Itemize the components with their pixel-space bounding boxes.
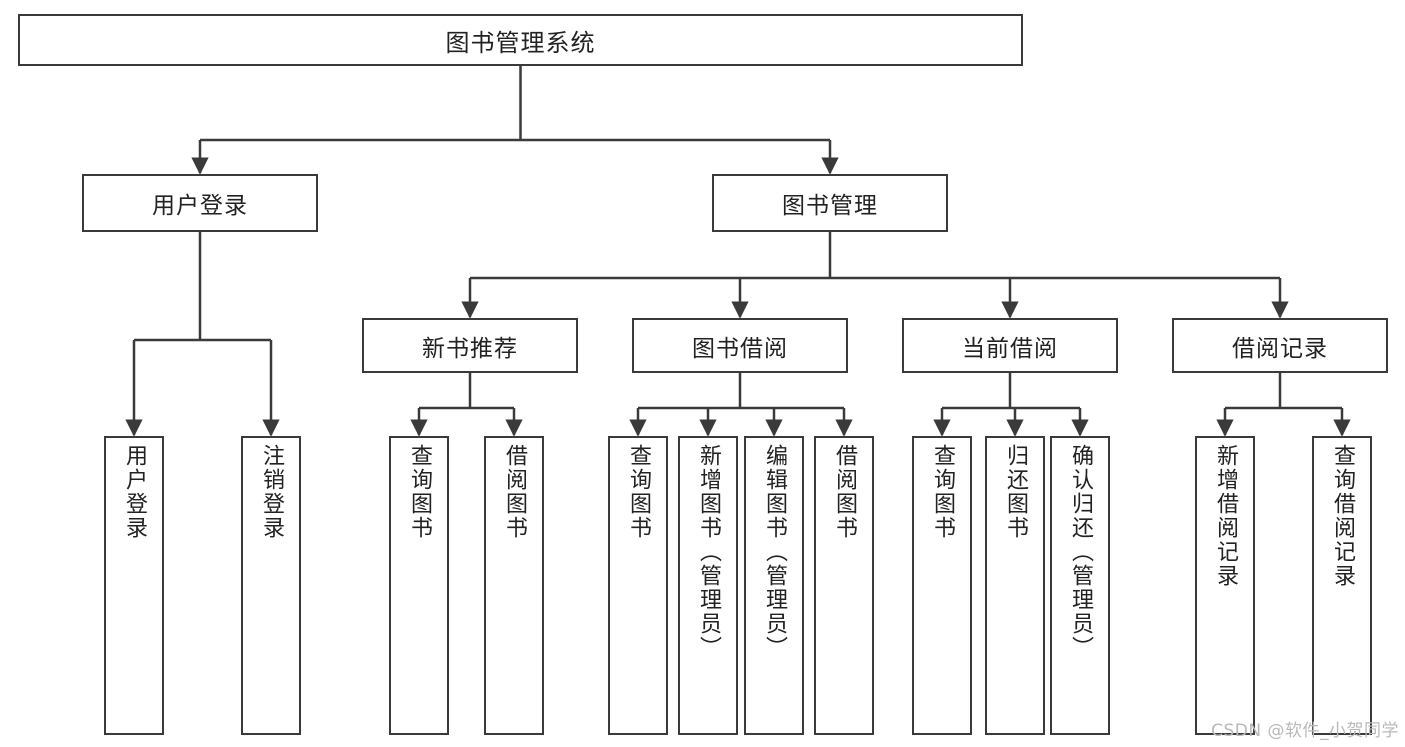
node-current-borrow[interactable]: 当前借阅	[902, 318, 1118, 373]
node-leaf-query-borrow-record[interactable]: 查询借阅记录	[1312, 436, 1372, 735]
leaf-node-label: 借阅图书	[831, 444, 857, 540]
node-leaf-user-logout[interactable]: 注销登录	[241, 436, 301, 735]
leaf-node-label: 借阅图书	[501, 444, 527, 540]
node-leaf-query-book-1[interactable]: 查询图书	[389, 436, 449, 735]
leaf-node-label: 查询借阅记录	[1329, 444, 1355, 588]
node-leaf-return-book[interactable]: 归还图书	[985, 436, 1045, 735]
node-root[interactable]: 图书管理系统	[18, 14, 1023, 66]
node-leaf-add-borrow-record[interactable]: 新增借阅记录	[1195, 436, 1255, 735]
leaf-node-label: 新增借阅记录	[1212, 444, 1238, 588]
leaf-node-label: 用户登录	[121, 444, 147, 540]
leaf-node-label: 查询图书	[929, 444, 955, 540]
node-leaf-borrow-book-1[interactable]: 借阅图书	[484, 436, 544, 735]
node-leaf-borrow-book-2[interactable]: 借阅图书	[814, 436, 874, 735]
leaf-node-label: 归还图书	[1002, 444, 1028, 540]
leaf-node-label: 编辑图书（管理员）	[761, 444, 787, 660]
node-user-login[interactable]: 用户登录	[82, 174, 318, 232]
node-leaf-query-book-3[interactable]: 查询图书	[912, 436, 972, 735]
node-leaf-edit-book-admin[interactable]: 编辑图书（管理员）	[744, 436, 804, 735]
node-leaf-confirm-return-admin[interactable]: 确认归还（管理员）	[1050, 436, 1110, 735]
node-new-book-recommend[interactable]: 新书推荐	[362, 318, 578, 373]
leaf-node-label: 新增图书（管理员）	[695, 444, 721, 660]
leaf-node-label: 查询图书	[406, 444, 432, 540]
node-leaf-user-login[interactable]: 用户登录	[104, 436, 164, 735]
csdn-watermark: CSDN @软件_小贺同学	[1211, 721, 1399, 741]
leaf-node-label: 注销登录	[258, 444, 284, 540]
leaf-node-label: 查询图书	[625, 444, 651, 540]
node-book-borrow[interactable]: 图书借阅	[632, 318, 848, 373]
leaf-node-label: 确认归还（管理员）	[1067, 444, 1093, 660]
node-borrow-record[interactable]: 借阅记录	[1172, 318, 1388, 373]
node-leaf-add-book-admin[interactable]: 新增图书（管理员）	[678, 436, 738, 735]
node-leaf-query-book-2[interactable]: 查询图书	[608, 436, 668, 735]
node-book-manage[interactable]: 图书管理	[712, 174, 948, 232]
